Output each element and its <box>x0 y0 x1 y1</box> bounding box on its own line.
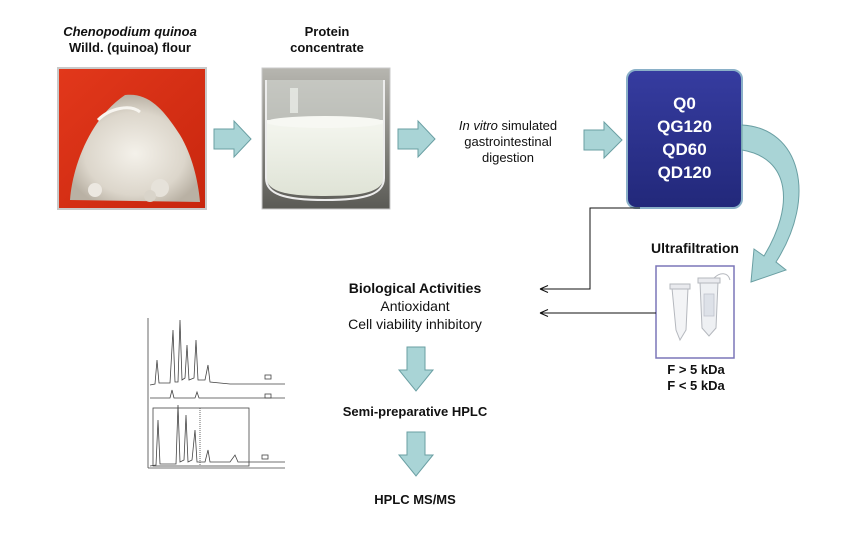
arrow-flour-to-protein <box>213 119 252 159</box>
digestion-invitro: In vitro <box>458 118 498 133</box>
arrow-protein-to-digestion <box>397 119 436 159</box>
arrow-semiprep-to-msms <box>397 431 435 477</box>
biological-title: Biological Activities <box>348 280 482 296</box>
digestion-line3: digestion <box>481 150 535 165</box>
arrow-samples-to-ultrafiltration <box>741 124 800 283</box>
bio-antioxidant: Antioxidant <box>380 298 450 314</box>
protein-label: Protein concentrate <box>262 24 392 56</box>
sample-qd120: QD120 <box>657 163 712 182</box>
fraction-below-5kda: F < 5 kDa <box>667 378 725 393</box>
ultrafiltration-label: Ultrafiltration <box>651 240 739 256</box>
protein-line1: Protein <box>304 24 350 39</box>
flour-photo <box>57 67 207 210</box>
biological-activities: Biological Activities Antioxidant Cell v… <box>320 279 510 333</box>
sample-qd60: QD60 <box>662 140 707 159</box>
bio-cell-viability: Cell viability inhibitory <box>348 316 482 332</box>
digestion-label: In vitro simulated gastrointestinal dige… <box>438 118 578 166</box>
fractions-label: F > 5 kDa F < 5 kDa <box>646 362 746 394</box>
semi-preparative-hplc: Semi-preparative HPLC <box>342 404 488 419</box>
arrow-bio-to-semiprep <box>397 346 435 392</box>
arrow-digestion-to-samples <box>583 120 623 160</box>
beaker-photo <box>261 67 391 210</box>
flour-label: Chenopodium quinoa Willd. (quinoa) flour <box>40 24 220 56</box>
fraction-above-5kda: F > 5 kDa <box>667 362 725 377</box>
protein-line2: concentrate <box>290 40 364 55</box>
digestion-simulated: simulated <box>501 118 558 133</box>
chromatogram-figure <box>147 318 285 469</box>
digestion-line2: gastrointestinal <box>464 134 552 149</box>
connector-samples-to-bio <box>539 207 640 293</box>
sample-qg120: QG120 <box>657 117 712 136</box>
hplc-msms: HPLC MS/MS <box>374 492 456 507</box>
flour-subtitle: Willd. (quinoa) flour <box>69 40 191 55</box>
samples-list: Q0 QG120 QD60 QD120 <box>627 92 742 184</box>
flour-species: Chenopodium quinoa <box>63 24 197 39</box>
ultrafiltration-image <box>655 265 735 359</box>
sample-q0: Q0 <box>673 94 696 113</box>
